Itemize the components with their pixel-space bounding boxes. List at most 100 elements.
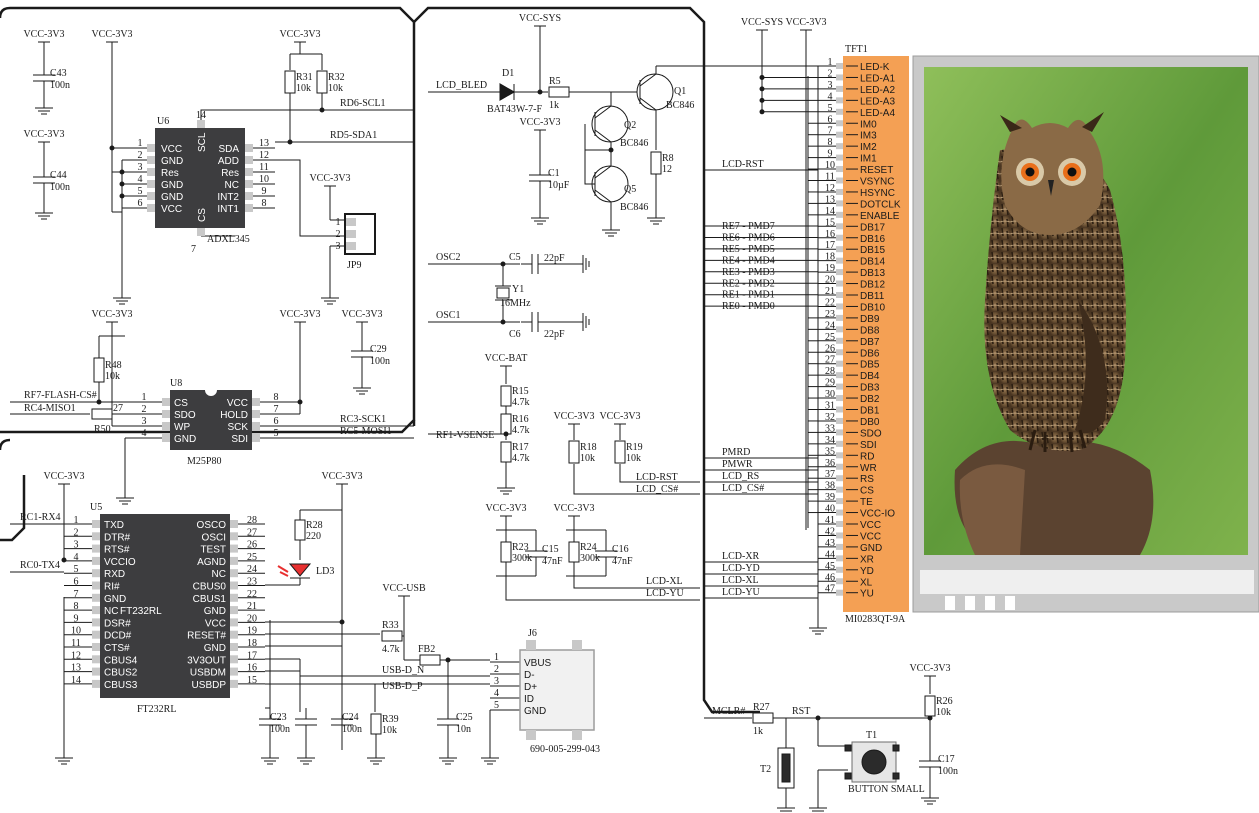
capacitor-value: 100n	[342, 724, 362, 735]
ground-symbol	[497, 480, 515, 495]
tft-pin-number: 7	[828, 126, 833, 137]
usb-tab	[572, 730, 582, 740]
ground-symbol	[261, 750, 279, 765]
capacitor	[33, 64, 55, 92]
tft-pin-pad	[836, 108, 843, 115]
supply-label: VCC-3V3	[553, 503, 594, 514]
connector-ref: J6	[528, 628, 537, 639]
pin-pad	[162, 398, 170, 406]
supply-label: VCC-3V3	[279, 29, 320, 40]
tft-pin-number: 9	[828, 149, 833, 160]
resistor	[91, 408, 113, 420]
pin-name: AGND	[197, 557, 226, 568]
tft-pin-label: LED-A2	[860, 85, 895, 96]
chip-ref: U8	[170, 378, 182, 389]
net-label: RF1-VSENSE	[436, 430, 494, 441]
pin-pad	[230, 593, 238, 602]
pin-number: 7	[74, 589, 79, 600]
tft-pin-pad	[836, 177, 843, 184]
tft-pin-number: 47	[825, 584, 835, 595]
junction-dot	[119, 181, 125, 187]
usb-pin-number: 5	[494, 700, 499, 711]
adxl345-chip	[155, 128, 245, 228]
resistor-value: 1k	[549, 100, 559, 111]
supply-label: VCC-3V3	[485, 503, 526, 514]
resistor-label: R15	[512, 386, 529, 397]
junction-dot	[119, 193, 125, 199]
pin-number: 6	[138, 198, 143, 209]
chip-title: FT232RL	[120, 606, 162, 617]
tft-pin-label: DB6	[860, 348, 880, 359]
junction-dot	[339, 619, 345, 625]
tft-pin-label: GND	[860, 543, 882, 554]
resistor	[752, 712, 774, 724]
pin-pad	[245, 192, 253, 200]
lcd-rst-wire	[619, 464, 700, 483]
net-label: RC3-SCK1	[340, 414, 386, 425]
tft-pin-number: 43	[825, 538, 835, 549]
capacitor-label: C44	[50, 170, 67, 181]
tft-pin-label: IM2	[860, 142, 877, 153]
tft-pin-pad	[836, 440, 843, 447]
pin-pad	[92, 556, 100, 565]
tft-pin-pad	[836, 234, 843, 241]
crystal-label: Y1	[512, 284, 524, 295]
tft-pin-label: HSYNC	[860, 188, 895, 199]
pin-pad	[230, 544, 238, 553]
ground-symbol	[647, 210, 665, 225]
tft-pin-label: ENABLE	[860, 211, 900, 222]
tft-pin-label: YD	[860, 566, 874, 577]
junction-dot	[537, 89, 543, 95]
tft-pin-number: 39	[825, 492, 835, 503]
tft-pin-label: LED-A4	[860, 108, 895, 119]
resistor	[316, 70, 328, 94]
pin-name: GND	[161, 192, 183, 203]
transistor-label: Q2	[624, 120, 636, 131]
resistor-value: 10k	[580, 453, 595, 464]
usb-pin-name: D+	[524, 682, 537, 693]
tft-pin-number: 27	[825, 355, 835, 366]
tft-pin-label: DB13	[860, 268, 885, 279]
ft232rl-chip	[100, 514, 230, 698]
chip-ref: U6	[157, 116, 169, 127]
resistor-label: R28	[306, 520, 323, 531]
junction-dot	[119, 169, 125, 175]
usb-pin-number: 2	[494, 664, 499, 675]
transistor-part: BC846	[620, 202, 648, 213]
resistor	[500, 385, 512, 407]
resistor	[568, 440, 580, 464]
pin-number: 7	[274, 404, 279, 415]
resistor-value: 12	[662, 164, 672, 175]
junction-dot	[608, 147, 614, 153]
tft-pin-label: DB17	[860, 222, 885, 233]
pin-number: 8	[262, 198, 267, 209]
tft-pin-number: 21	[825, 286, 835, 297]
transistor-part: BC846	[620, 138, 648, 149]
usb-tab	[572, 640, 582, 650]
pin-number: 2	[138, 150, 143, 161]
tft-pin-pad	[836, 509, 843, 516]
tft-pin-label: DB1	[860, 406, 880, 417]
crystal-value: 16MHz	[500, 298, 531, 309]
cap-value: 22pF	[544, 253, 565, 264]
tft-pin-pad	[836, 314, 843, 321]
pin-pad	[147, 204, 155, 212]
pin-pad	[92, 655, 100, 664]
capacitor-value: 10µF	[548, 180, 570, 191]
tft-pin-number: 23	[825, 309, 835, 320]
tft-pin-number: 19	[825, 263, 835, 274]
resistor-label: R31	[296, 72, 313, 83]
resistor-value: 300k	[580, 553, 600, 564]
pin-number: 1	[142, 392, 147, 403]
tft-pin-label: LED-A3	[860, 96, 895, 107]
tft-pin-label: VCC-IO	[860, 509, 895, 520]
tft-pin-number: 30	[825, 389, 835, 400]
resistor	[284, 70, 296, 94]
pin-number: 27	[113, 403, 123, 414]
net-label: MCLR#	[712, 706, 745, 717]
tft-pin-pad	[836, 475, 843, 482]
pin-pad	[92, 569, 100, 578]
tft-pin-pad	[836, 360, 843, 367]
resistor-label: R23	[512, 542, 529, 553]
ground-symbol	[297, 750, 315, 765]
